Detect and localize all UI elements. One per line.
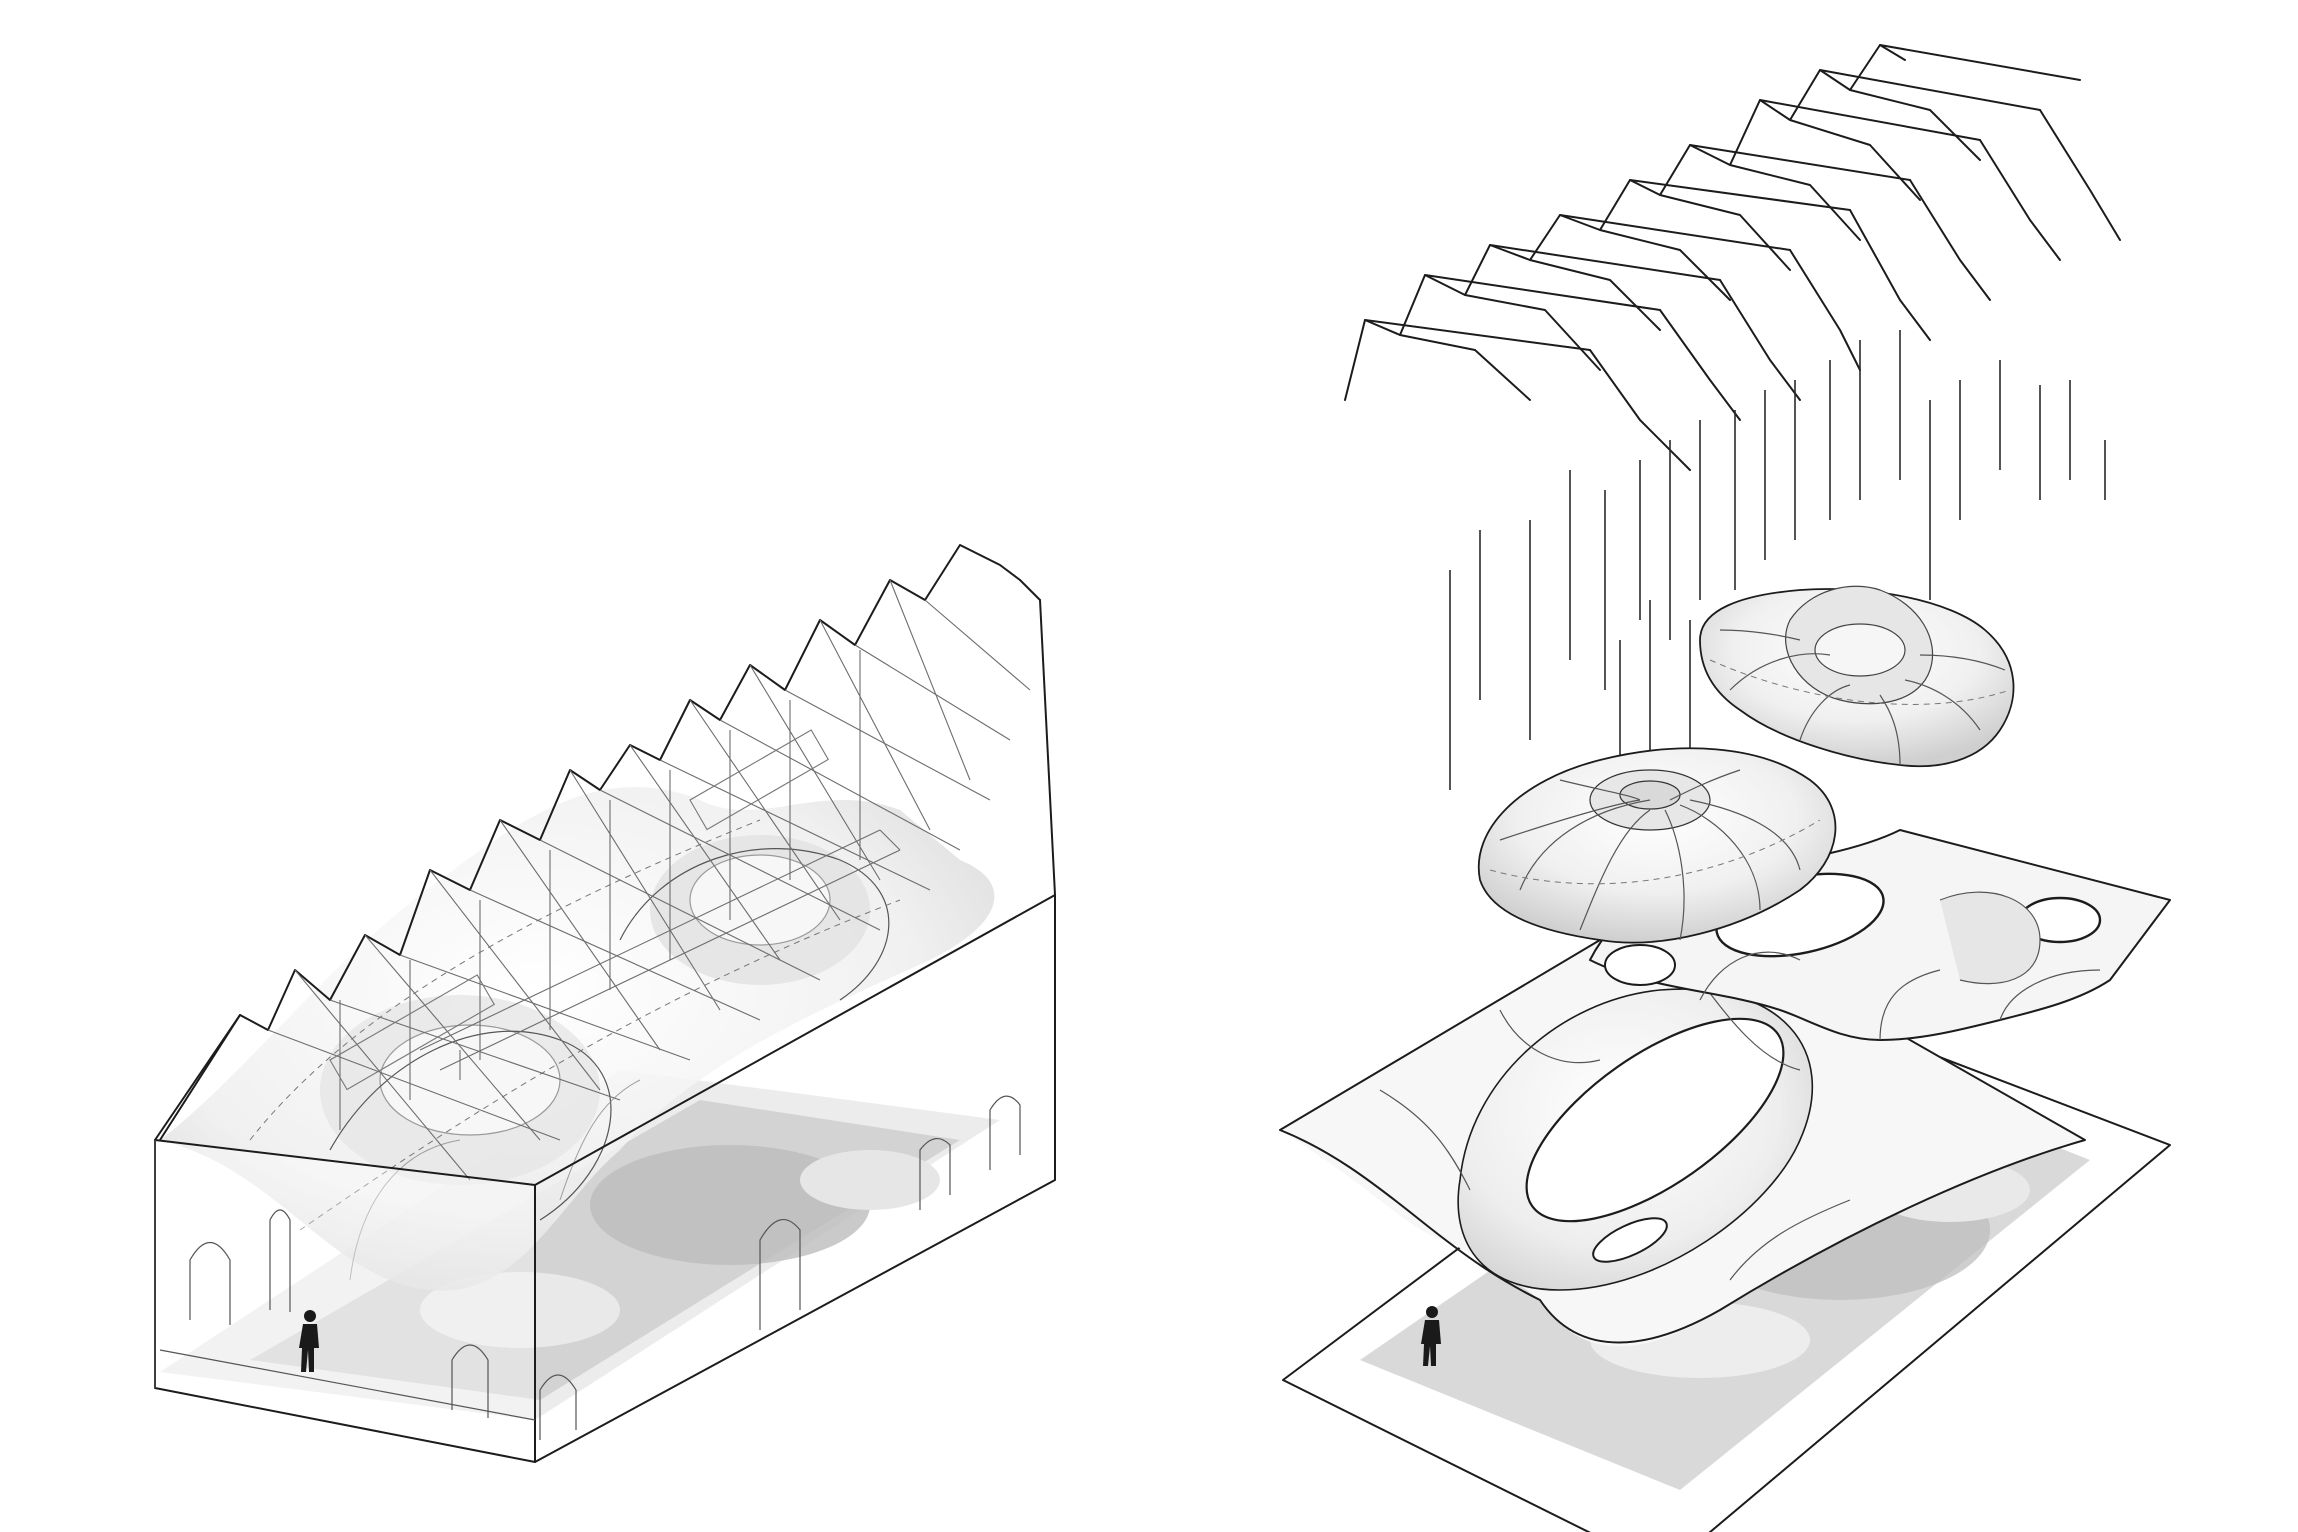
exploded-axonometric [1279,44,2171,1532]
roof-trusses [1344,44,2121,471]
assembled-axonometric [154,544,1056,1463]
suspension-cables [1449,330,2106,820]
perforated-membrane [1279,939,2086,1347]
human-figure-left [299,1310,319,1372]
human-figure-right [1421,1306,1441,1366]
upper-dome-shell [1477,747,1837,944]
brick-enclosure [154,599,1056,1463]
top-dome-shell [1699,585,2015,768]
floor-shadow [160,1070,1000,1420]
